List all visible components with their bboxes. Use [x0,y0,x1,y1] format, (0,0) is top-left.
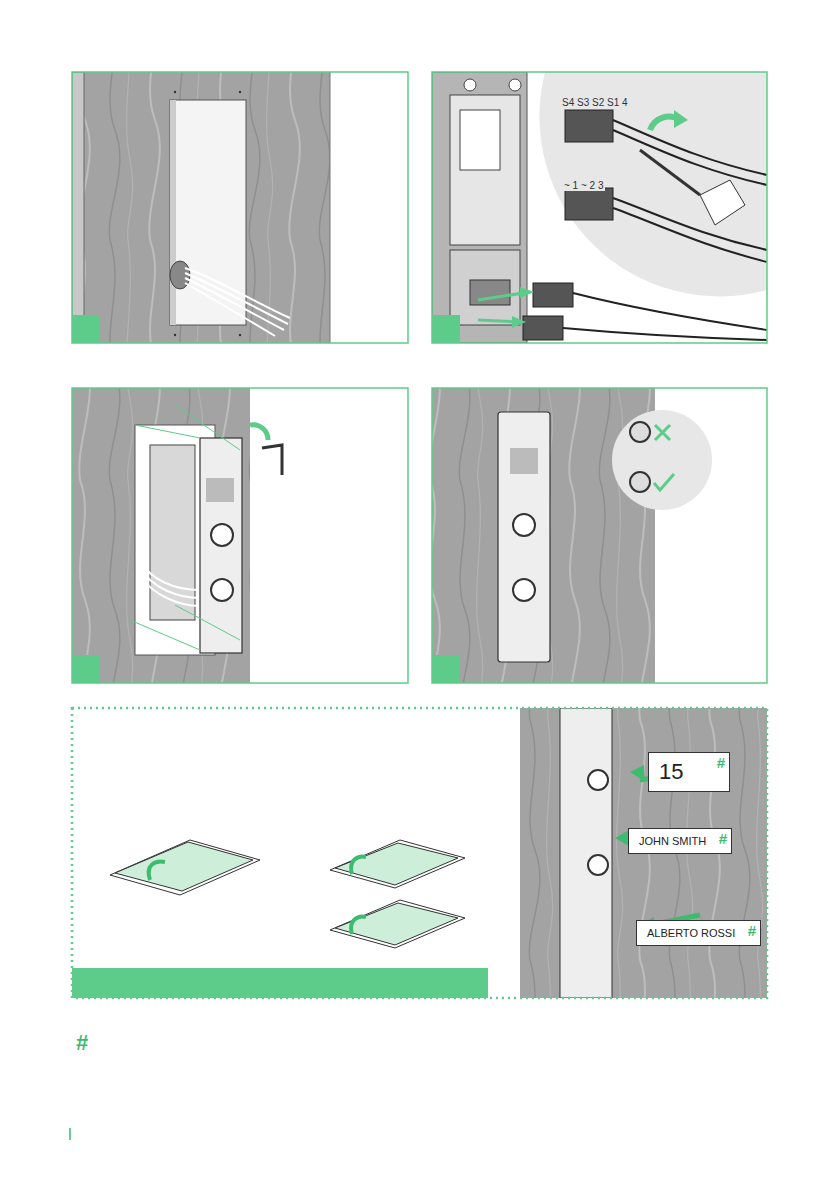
name-plate: JOHN SMITH # [628,828,732,854]
plate-text: JOHN SMITH [639,835,711,847]
plate-text: ALBERTO ROSSI [647,927,740,939]
terminal-label: ~ 1 ~ 2 3 [562,180,605,191]
terminal-label: S4 S3 S2 S1 4 [560,97,630,108]
hash-mark: # [719,830,727,847]
hash-mark: # [748,922,756,939]
plate-text: 15 [659,759,709,785]
name-plate: 15 # [648,752,730,792]
name-plate: ALBERTO ROSSI # [636,920,761,946]
hash-mark: # [717,754,725,771]
footnote-mark: # [76,1030,88,1056]
